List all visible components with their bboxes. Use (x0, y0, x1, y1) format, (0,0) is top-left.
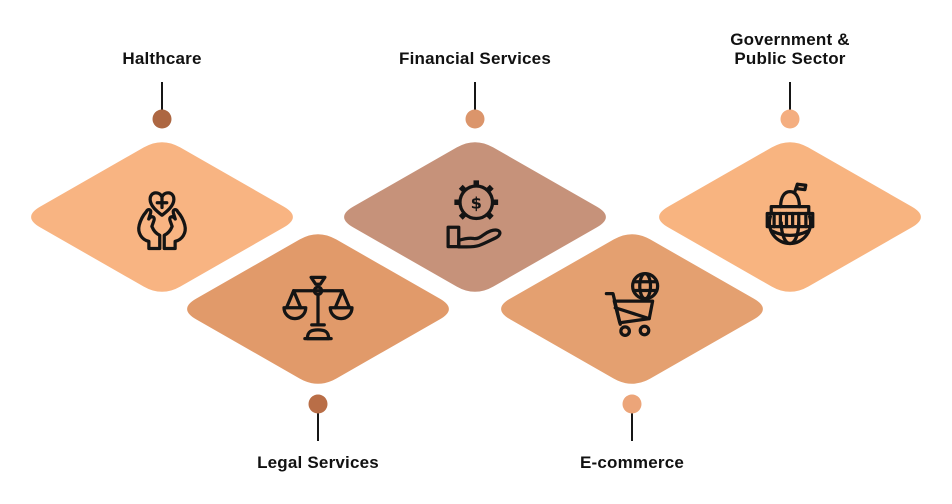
sector-label: Government & Public Sector (730, 30, 850, 68)
connector-dot (308, 394, 328, 414)
diamond-shape (659, 142, 921, 292)
connector-dot (780, 109, 800, 129)
connector-line (630, 413, 634, 441)
sector-label: Financial Services (399, 49, 551, 68)
capitol-globe-icon (765, 182, 815, 246)
diamond-shape (501, 234, 763, 384)
scales-of-justice-icon (282, 275, 354, 341)
connector-line (160, 82, 164, 110)
svg-text:$: $ (471, 193, 482, 212)
connector-line (316, 413, 320, 441)
connector-dot (152, 109, 172, 129)
sector-label: Halthcare (122, 49, 202, 68)
gear-dollar-hand-icon: $ (446, 180, 502, 249)
hands-heart-icon (137, 191, 187, 251)
connector-line (788, 82, 792, 110)
connector-line (473, 82, 477, 110)
connector-dot (465, 109, 485, 129)
sector-label: E-commerce (579, 453, 685, 472)
sector-label: Legal Services (257, 453, 379, 472)
diamond-shape (31, 142, 293, 292)
connector-dot (622, 394, 642, 414)
cart-globe-icon (604, 272, 660, 337)
